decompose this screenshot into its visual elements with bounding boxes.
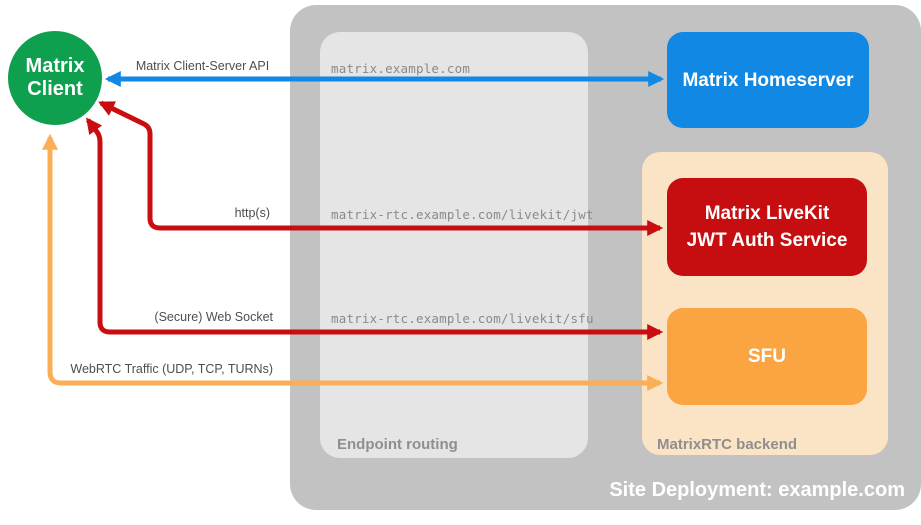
matrixrtc-backend-title: MatrixRTC backend — [657, 436, 798, 453]
connection-label-webrtc: WebRTC Traffic (UDP, TCP, TURNs) — [70, 362, 273, 376]
connection-label-http: http(s) — [234, 206, 270, 220]
site-deployment-caption: Site Deployment: example.com — [609, 479, 905, 501]
node-matrix-homeserver-label: Matrix Homeserver — [682, 69, 854, 91]
jwt-label-line1: Matrix LiveKit — [704, 203, 830, 224]
route-url-sfu: matrix-rtc.example.com/livekit/sfu — [331, 311, 594, 326]
node-jwt-auth-service-label: Matrix LiveKit JWT Auth Service — [687, 200, 848, 254]
node-jwt-auth-service: Matrix LiveKit JWT Auth Service — [667, 178, 867, 276]
route-url-homeserver: matrix.example.com — [331, 61, 471, 76]
node-matrix-homeserver: Matrix Homeserver — [667, 32, 869, 128]
route-url-jwt: matrix-rtc.example.com/livekit/jwt — [331, 207, 594, 222]
node-sfu: SFU — [667, 308, 867, 405]
connection-label-cs-api: Matrix Client-Server API — [135, 59, 270, 73]
node-matrix-client: Matrix Client — [8, 31, 102, 125]
client-label-line2: Client — [27, 78, 83, 100]
client-label-line1: Matrix — [25, 55, 85, 77]
endpoint-routing-box — [320, 32, 588, 458]
endpoint-routing-title: Endpoint routing — [337, 436, 458, 453]
node-sfu-label: SFU — [748, 346, 786, 367]
connection-label-websocket: (Secure) Web Socket — [154, 310, 273, 324]
jwt-label-line2: JWT Auth Service — [686, 230, 848, 251]
